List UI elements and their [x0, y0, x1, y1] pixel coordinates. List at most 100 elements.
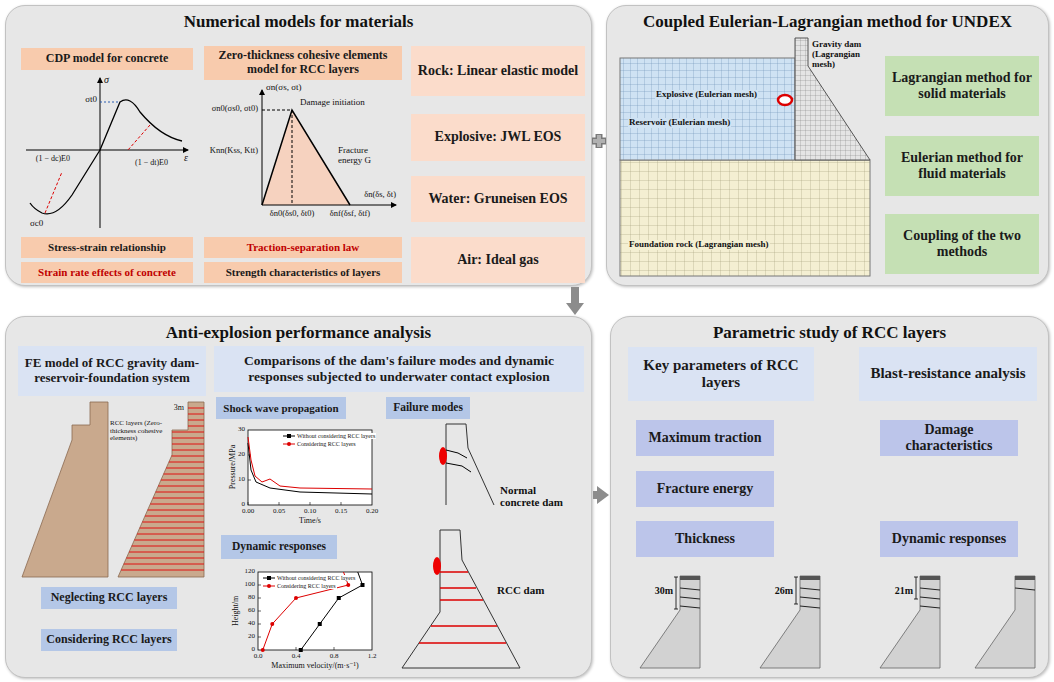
process-box: Zero-thickness cohesive elements model f…: [204, 46, 402, 80]
rcc-layer-line: [166, 468, 204, 469]
rcc-layer-line: [134, 540, 204, 541]
box-label: Strength characteristics of layers: [226, 266, 381, 279]
rcc-layer-line: [153, 498, 204, 499]
box-label: Neglecting RCC layers: [51, 591, 168, 605]
box-label: Explosive: JWL EOS: [435, 129, 562, 145]
rcc-layer-line: [132, 546, 204, 547]
process-box: FE model of RCC gravity dam-reservoir-fo…: [18, 346, 206, 396]
box-label: Thickness: [675, 531, 735, 547]
annotation-label: Reservoir (Eulerian mesh): [628, 118, 731, 128]
legend-sample: [263, 583, 275, 589]
rcc-layer-line: [121, 570, 204, 571]
cdp-stress-strain-curve: [26, 78, 188, 228]
process-box: Strain rate effects of concrete: [21, 262, 193, 283]
panel-title: Coupled Eulerian-Lagrangian method for U…: [643, 12, 1012, 31]
rcc-layer-line: [169, 462, 204, 463]
annotation-label: 21m: [895, 585, 913, 596]
failure-mode-sketches: [402, 424, 520, 668]
panel-heading: Coupled Eulerian-Lagrangian method for U…: [607, 12, 1048, 32]
dam-result: [975, 576, 1035, 668]
process-box: Neglecting RCC layers: [41, 587, 177, 609]
rcc-layer-line: [148, 510, 204, 511]
panel-title: Anti-explosion performance analysis: [166, 323, 431, 342]
legend-entry: Without considering RCC layers: [282, 433, 376, 439]
process-box: Rock: Linear elastic model: [411, 46, 585, 96]
process-box: Lagrangian method for solid materials: [885, 56, 1039, 116]
process-box: Stress-strain relationship: [21, 237, 193, 258]
process-box: Dynamic responses: [880, 521, 1018, 557]
pressure-chart: [248, 430, 372, 505]
process-box: Shock wave propagation: [216, 397, 346, 419]
cel-mesh-model: [620, 38, 870, 276]
rcc-layer-line: [124, 564, 204, 565]
process-box: Damage characteristics: [880, 420, 1018, 456]
annotation-label: 80: [248, 594, 255, 602]
annotation-label: 0.4: [292, 653, 301, 661]
annotation-label: Gravity dam (Lagrangian mesh): [812, 40, 874, 70]
process-box: Coupling of the two methods: [885, 214, 1039, 274]
rcc-layer-line: [142, 522, 204, 523]
annotation-label: Damage initiation: [300, 98, 365, 108]
process-box: Strength characteristics of layers: [204, 262, 402, 283]
panel-title: Numerical models for materials: [184, 12, 414, 31]
rcc-layer-line: [129, 552, 204, 553]
box-label: FE model of RCC gravity dam-reservoir-fo…: [22, 356, 202, 386]
rcc-layer-line: [172, 444, 204, 445]
process-box: Comparisons of the dam's failure modes a…: [214, 346, 584, 392]
rcc-layer-line: [158, 486, 204, 487]
legend-text: Without considering RCC layers: [297, 433, 375, 439]
legend-entry: Considering RCC layers: [262, 583, 337, 589]
annotation-label: δnf(δsf, δtf): [330, 209, 370, 218]
annotation-label: 26m: [775, 585, 793, 596]
annotation-label: Foundation rock (Lagrangian mesh): [628, 240, 770, 250]
rcc-layer-line: [161, 480, 204, 481]
annotation-label: Fracture energy G: [338, 146, 394, 166]
annotation-label: 40: [248, 620, 255, 628]
annotation-label: 3m: [174, 404, 184, 413]
rcc-layer-line: [172, 438, 204, 439]
annotation-label: 0.10: [304, 508, 316, 516]
annotation-label: RCC layers (Zero-thickness cohesive elem…: [110, 420, 168, 443]
legend-sample: [263, 575, 275, 581]
process-box: Air: Ideal gas: [411, 237, 585, 283]
box-label: Damage characteristics: [884, 422, 1014, 454]
dam-result: [880, 576, 940, 668]
annotation-label: ε: [184, 152, 188, 163]
annotation-label: σn0(σs0, σt0): [212, 104, 258, 113]
panel-heading: Parametric study of RCC layers: [611, 323, 1048, 343]
annotation-label: (1 − dt)E0: [135, 159, 168, 168]
legend-sample: [283, 433, 295, 439]
rcc-layer-line: [150, 504, 204, 505]
rcc-layer-line: [188, 420, 204, 421]
box-label: Considering RCC layers: [46, 633, 171, 647]
box-label: Rock: Linear elastic model: [418, 63, 578, 79]
annotation-label: 100: [245, 581, 256, 589]
velocity-chart: [258, 572, 372, 652]
annotation-label: 10: [238, 476, 245, 484]
annotation-label: RCC dam: [497, 584, 544, 596]
process-box: Considering RCC layers: [41, 629, 177, 651]
box-label: Zero-thickness cohesive elements model f…: [208, 49, 398, 77]
annotation-label: 20: [248, 633, 255, 641]
annotation-label: 0.05: [273, 508, 285, 516]
traction-separation-curve: [262, 90, 396, 205]
box-label: Stress-strain relationship: [48, 241, 166, 254]
process-box: Blast-resistance analysis: [859, 347, 1037, 401]
box-label: Maximum traction: [648, 430, 761, 446]
box-label: Failure modes: [393, 401, 463, 414]
rcc-layer-line: [188, 408, 204, 409]
annotation-label: Maximum velocity/(m·s⁻¹): [271, 662, 358, 671]
legend-text: Considering RCC layers: [297, 441, 356, 447]
process-box: Traction-separation law: [204, 237, 402, 258]
annotation-label: 0.00: [242, 508, 254, 516]
annotation-label: 0.15: [335, 508, 347, 516]
annotation-label: σc0: [30, 219, 43, 229]
dam-result: [760, 576, 820, 668]
rcc-layer-line: [172, 450, 204, 451]
legend-entry: Considering RCC layers: [282, 441, 357, 447]
box-label: Key parameters of RCC layers: [632, 357, 810, 392]
box-label: Traction-separation law: [247, 241, 360, 254]
parametric-dam-results: [640, 576, 1035, 668]
annotation-label: Height/m: [232, 596, 241, 626]
annotation-label: σt0: [85, 95, 97, 105]
